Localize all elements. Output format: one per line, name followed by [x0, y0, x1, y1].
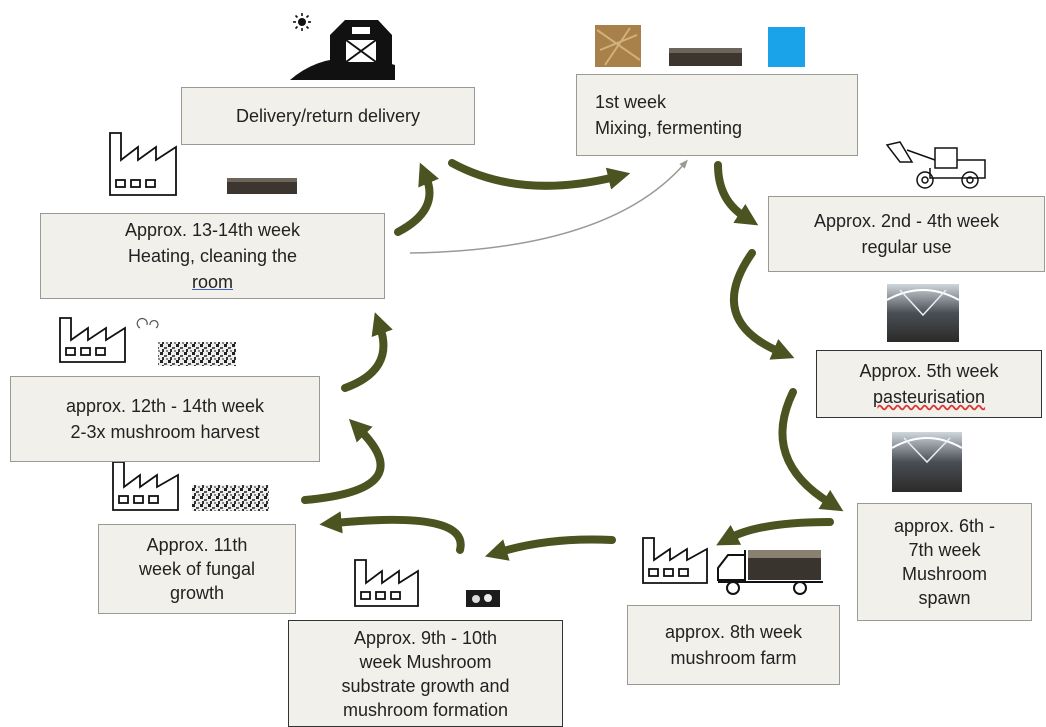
stage-label: mushroom formation — [342, 699, 509, 720]
stage-label: Delivery/return delivery — [235, 106, 421, 126]
stage-label: Approx. 11th — [146, 535, 248, 555]
stage-label: 7th week — [908, 540, 981, 560]
tunnel-photo — [891, 432, 963, 492]
arrow-week1-to-week2 — [714, 161, 759, 226]
truck-icon — [717, 550, 823, 595]
stage-label: 1st week — [595, 92, 667, 112]
stage-week2-4: Approx. 2nd - 4th week regular use — [768, 196, 1045, 272]
stage-week1: 1st week Mixing, fermenting — [576, 74, 858, 156]
stage-label: regular use — [861, 237, 952, 257]
arrow-delivery-to-week1 — [448, 159, 631, 190]
stage-label: spawn — [918, 588, 971, 608]
arrow-week12-to-week13 — [341, 312, 393, 392]
stage-week11: Approx. 11th week of fungal growth — [98, 524, 296, 614]
stage-label: approx. 12th - 14th week — [65, 396, 265, 416]
sun-icon — [293, 13, 311, 31]
factory-icon — [112, 461, 179, 511]
stage-label: week of fungal — [138, 559, 256, 579]
barn-icon — [290, 20, 395, 80]
arrow-week2-to-week5 — [730, 249, 795, 360]
stage-label-text: Heating, cleaning the — [127, 246, 298, 266]
stage-label: Heating, cleaning the room — [128, 243, 297, 295]
stage-delivery: Delivery/return delivery — [181, 87, 475, 145]
stage-label: Approx. 13-14th week — [124, 220, 301, 240]
stage-week6-7: approx. 6th - 7th week Mushroom spawn — [857, 503, 1032, 621]
tunnel-photo — [886, 284, 960, 342]
water-photo — [768, 27, 805, 67]
stage-label: Mushroom — [901, 564, 988, 584]
stage-week13-14: Approx. 13-14th week Heating, cleaning t… — [40, 213, 385, 299]
stage-label-underlined: room — [191, 272, 233, 292]
factory-icon — [109, 132, 177, 196]
arrow-week11-to-week12 — [301, 418, 385, 504]
arrow-week6-to-week8 — [716, 518, 834, 546]
thin-arrow-week13-to-week1 — [409, 159, 688, 254]
arrow-week13-to-delivery — [394, 162, 439, 236]
wheel-loader-icon — [885, 141, 986, 189]
factory-icon — [354, 559, 419, 607]
factory-icon — [59, 317, 126, 363]
dots-icon — [136, 317, 159, 329]
stage-label: Approx. 9th - 10th — [353, 627, 498, 648]
stage-label: approx. 8th week — [664, 622, 803, 642]
stage-week12-14: approx. 12th - 14th week 2-3x mushroom h… — [10, 376, 320, 462]
mycelium-photo — [192, 485, 269, 511]
arrow-week9-to-week11 — [319, 511, 465, 554]
stage-label: Approx. 2nd - 4th week — [813, 211, 1000, 231]
stage-label: Approx. 5th week — [859, 361, 999, 381]
stage-label: 2-3x mushroom harvest — [70, 422, 260, 442]
stage-label: Mixing, fermenting — [595, 118, 743, 138]
mycelium-photo — [158, 342, 236, 366]
stage-label: substrate growth and — [341, 675, 510, 696]
stage-week9-10: Approx. 9th - 10th week Mushroom substra… — [288, 620, 563, 727]
stage-label: week Mushroom — [359, 651, 492, 672]
stage-label: mushroom farm — [670, 648, 797, 668]
stage-week5: Approx. 5th week pasteurisation — [816, 350, 1042, 418]
stage-label: growth — [169, 583, 225, 603]
mycelium-photo — [466, 590, 500, 607]
arrow-week8-to-week9 — [484, 535, 616, 561]
stage-week8: approx. 8th week mushroom farm — [627, 605, 840, 685]
stage-label: pasteurisation — [872, 387, 986, 407]
stage-label: approx. 6th - — [893, 516, 996, 536]
factory-icon — [642, 537, 708, 584]
arrow-week5-to-week6 — [778, 388, 844, 512]
